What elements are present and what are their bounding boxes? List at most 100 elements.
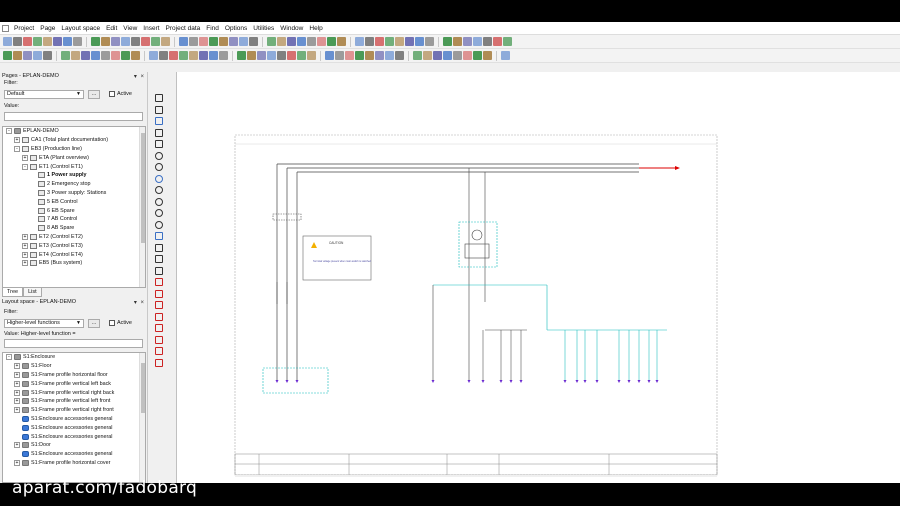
tree-item[interactable]: +CA1 (Total plant documentation) bbox=[3, 136, 145, 145]
pages-filter-select[interactable]: Default ▼ bbox=[4, 90, 84, 99]
tree-item[interactable]: S1:Enclosure accessories general bbox=[3, 423, 145, 432]
tab-tree[interactable]: Tree bbox=[2, 288, 24, 297]
toolbar-tool-icon[interactable] bbox=[297, 37, 306, 46]
toolbar-tool-icon[interactable] bbox=[239, 37, 248, 46]
toolbar-tool-icon[interactable] bbox=[169, 51, 178, 60]
expand-icon[interactable]: + bbox=[14, 398, 20, 405]
toolbar-tool-icon[interactable] bbox=[43, 51, 52, 60]
expand-icon[interactable]: + bbox=[22, 251, 28, 258]
drawing-tool-icon[interactable] bbox=[155, 232, 163, 240]
toolbar-tool-icon[interactable] bbox=[355, 37, 364, 46]
tree-item[interactable]: +ET3 (Control ET3) bbox=[3, 241, 145, 250]
toolbar-tool-icon[interactable] bbox=[257, 51, 266, 60]
menu-edit[interactable]: Edit bbox=[106, 24, 118, 32]
expand-icon[interactable]: + bbox=[14, 459, 20, 466]
layout-tree-scrollbar[interactable] bbox=[139, 353, 145, 482]
tree-item[interactable]: +ET4 (Control ET4) bbox=[3, 250, 145, 259]
tree-item[interactable]: +S1:Frame profile vertical right back bbox=[3, 388, 145, 397]
drawing-tool-icon[interactable] bbox=[155, 128, 163, 137]
toolbar-tool-icon[interactable] bbox=[483, 51, 492, 60]
toolbar-tool-icon[interactable] bbox=[63, 37, 72, 46]
toolbar-tool-icon[interactable] bbox=[297, 51, 306, 60]
toolbar-tool-icon[interactable] bbox=[413, 51, 422, 60]
toolbar-tool-icon[interactable] bbox=[365, 51, 374, 60]
tree-item[interactable]: -ET1 (Control ET1) bbox=[3, 162, 145, 171]
tree-item[interactable]: +S1:Floor bbox=[3, 362, 145, 371]
tree-item[interactable]: +S1:Frame profile horizontal cover bbox=[3, 459, 145, 468]
toolbar-tool-icon[interactable] bbox=[43, 37, 52, 46]
toolbar-tool-icon[interactable] bbox=[33, 37, 42, 46]
drawing-tool-icon[interactable] bbox=[155, 312, 163, 321]
toolbar-tool-icon[interactable] bbox=[453, 51, 462, 60]
toolbar-tool-icon[interactable] bbox=[327, 37, 336, 46]
menu-project[interactable]: Project bbox=[14, 24, 35, 32]
tree-item[interactable]: 7 AB Control bbox=[3, 215, 145, 224]
toolbar-tool-icon[interactable] bbox=[3, 37, 12, 46]
drawing-tool-icon[interactable] bbox=[155, 278, 163, 286]
expand-icon[interactable]: + bbox=[14, 407, 20, 414]
tree-item[interactable]: -S1:Enclosure bbox=[3, 353, 145, 362]
toolbar-tool-icon[interactable] bbox=[237, 51, 246, 60]
toolbar-tool-icon[interactable] bbox=[189, 37, 198, 46]
drawing-tool-icon[interactable] bbox=[155, 358, 163, 367]
toolbar-tool-icon[interactable] bbox=[91, 51, 100, 60]
toolbar-tool-icon[interactable] bbox=[385, 37, 394, 46]
toolbar-tool-icon[interactable] bbox=[61, 51, 70, 60]
drawing-tool-icon[interactable] bbox=[155, 140, 163, 148]
drawing-tool-icon[interactable] bbox=[155, 289, 163, 298]
toolbar-tool-icon[interactable] bbox=[3, 51, 12, 60]
drawing-tool-icon[interactable] bbox=[155, 301, 163, 309]
layout-active-checkbox[interactable]: Active bbox=[109, 320, 132, 326]
toolbar-tool-icon[interactable] bbox=[473, 37, 482, 46]
toolbar-tool-icon[interactable] bbox=[199, 51, 208, 60]
toolbar-tool-icon[interactable] bbox=[179, 51, 188, 60]
expand-icon[interactable]: + bbox=[14, 137, 20, 144]
menu-window[interactable]: Window bbox=[280, 24, 304, 32]
menu-layout-space[interactable]: Layout space bbox=[61, 24, 101, 32]
tree-item[interactable]: -EB3 (Production line) bbox=[3, 145, 145, 154]
tree-item[interactable]: +S1:Frame profile horizontal floor bbox=[3, 371, 145, 380]
toolbar-tool-icon[interactable] bbox=[249, 37, 258, 46]
drawing-tool-icon[interactable] bbox=[155, 151, 163, 160]
tree-item[interactable]: 3 Power supply: Stations bbox=[3, 189, 145, 198]
toolbar-tool-icon[interactable] bbox=[179, 37, 188, 46]
schematic-canvas[interactable]: CAUTION Terminal voltage present when ma… bbox=[176, 72, 900, 483]
toolbar-tool-icon[interactable] bbox=[307, 51, 316, 60]
tab-list[interactable]: List bbox=[23, 288, 42, 297]
toolbar-tool-icon[interactable] bbox=[219, 37, 228, 46]
pages-tree-scrollbar[interactable] bbox=[139, 127, 145, 287]
toolbar-tool-icon[interactable] bbox=[453, 37, 462, 46]
drawing-tool-icon[interactable] bbox=[155, 105, 163, 114]
menu-utilities[interactable]: Utilities bbox=[253, 24, 275, 32]
tree-item[interactable]: S1:Enclosure accessories general bbox=[3, 415, 145, 424]
tree-item[interactable]: +ET2 (Control ET2) bbox=[3, 233, 145, 242]
toolbar-tool-icon[interactable] bbox=[159, 51, 168, 60]
toolbar-tool-icon[interactable] bbox=[463, 51, 472, 60]
toolbar-tool-icon[interactable] bbox=[73, 37, 82, 46]
toolbar-tool-icon[interactable] bbox=[503, 37, 512, 46]
toolbar-tool-icon[interactable] bbox=[111, 51, 120, 60]
tree-item[interactable]: 6 EB Spare bbox=[3, 206, 145, 215]
toolbar-tool-icon[interactable] bbox=[355, 51, 364, 60]
toolbar-tool-icon[interactable] bbox=[23, 51, 32, 60]
collapse-icon[interactable]: - bbox=[14, 145, 20, 152]
toolbar-tool-icon[interactable] bbox=[121, 51, 130, 60]
drawing-tool-icon[interactable] bbox=[155, 255, 163, 263]
toolbar-tool-icon[interactable] bbox=[131, 51, 140, 60]
toolbar-tool-icon[interactable] bbox=[71, 51, 80, 60]
tree-item[interactable]: S1:Enclosure accessories general bbox=[3, 432, 145, 441]
tree-item[interactable]: +ETA (Plant overview) bbox=[3, 153, 145, 162]
toolbar-tool-icon[interactable] bbox=[111, 37, 120, 46]
drawing-tool-icon[interactable] bbox=[155, 94, 163, 102]
expand-icon[interactable]: + bbox=[14, 380, 20, 387]
menu-options[interactable]: Options bbox=[224, 24, 248, 32]
tree-item[interactable]: 1 Power supply bbox=[3, 171, 145, 180]
tree-item[interactable]: -EPLAN-DEMO bbox=[3, 127, 145, 136]
toolbar-tool-icon[interactable] bbox=[101, 37, 110, 46]
toolbar-tool-icon[interactable] bbox=[101, 51, 110, 60]
toolbar-tool-icon[interactable] bbox=[443, 51, 452, 60]
expand-icon[interactable]: + bbox=[22, 260, 28, 267]
tree-item[interactable]: 5 EB Control bbox=[3, 197, 145, 206]
drawing-tool-icon[interactable] bbox=[155, 324, 163, 332]
toolbar-tool-icon[interactable] bbox=[325, 51, 334, 60]
